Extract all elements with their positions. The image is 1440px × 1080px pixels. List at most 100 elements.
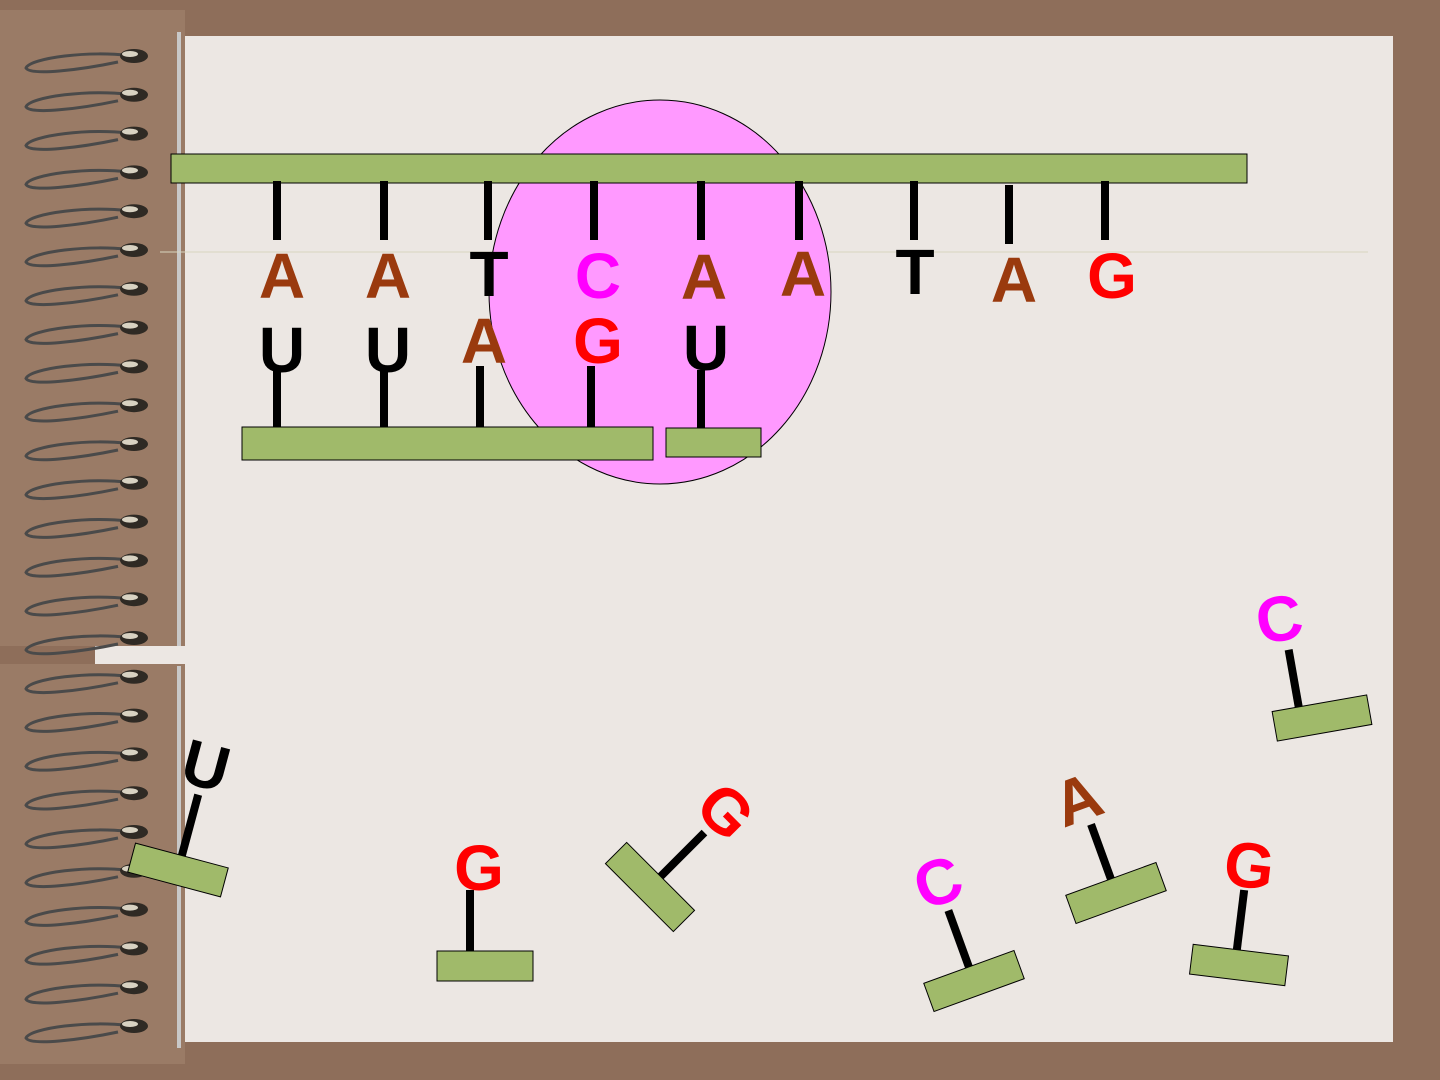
rna-stick	[476, 366, 484, 428]
spiral-wire	[24, 130, 133, 151]
spiral-wire	[24, 906, 133, 927]
spiral-wire	[24, 634, 133, 656]
binding-hole-highlight	[122, 827, 138, 833]
free-nucleotide-g-right[interactable]: G	[1188, 824, 1304, 987]
binding-hole-highlight	[122, 555, 138, 562]
spiral-wire	[24, 362, 133, 384]
spiral-wire	[24, 518, 133, 539]
spiral-wire	[24, 983, 133, 1005]
spiral-wire	[24, 673, 133, 695]
binding-hole-highlight	[122, 477, 138, 484]
rna-base-letter: U	[259, 314, 305, 386]
spiral-wire	[24, 168, 133, 190]
nucleotide-base-block	[1188, 943, 1290, 987]
dna-stick	[795, 181, 803, 240]
spiral-wire	[24, 944, 133, 966]
binding-hole-highlight	[122, 128, 138, 135]
dna-base-sticks	[273, 181, 1109, 244]
binding-hole-highlight	[122, 516, 138, 523]
binding-hole-highlight	[122, 710, 138, 717]
dna-stick	[1101, 181, 1109, 240]
binding-hole-highlight	[122, 167, 138, 174]
dna-base-letter: T	[469, 238, 508, 310]
spiral-wire	[24, 789, 133, 811]
spiral-wire	[24, 750, 133, 772]
nucleotide-stick	[1232, 889, 1249, 951]
dna-template-bases: A A T C A A T A G	[259, 236, 1137, 316]
spiral-wire	[24, 595, 133, 617]
nucleotide-base-block	[1271, 694, 1373, 742]
binding-hole-highlight	[122, 283, 138, 290]
rna-base-letter: G	[573, 305, 623, 377]
binding-strip-top	[0, 10, 185, 646]
rna-base-sticks	[273, 366, 705, 428]
binding-hole-highlight	[122, 89, 138, 96]
binding-hole-highlight	[122, 51, 138, 57]
spiral-wire	[24, 207, 133, 229]
spiral-wire	[24, 828, 133, 850]
nucleotide-stick	[178, 793, 203, 857]
rna-stick	[587, 366, 595, 428]
rna-stick	[380, 370, 388, 428]
spiral-wire	[24, 324, 133, 345]
binding-hole-highlight	[122, 322, 138, 329]
dna-base-letter: A	[365, 240, 411, 312]
dna-stick	[697, 181, 705, 240]
binding-hole-highlight	[122, 594, 138, 601]
dna-stick	[380, 181, 388, 240]
nucleotide-stick	[466, 890, 474, 951]
dna-stick	[1005, 185, 1013, 244]
spiral-wire	[24, 867, 133, 889]
binding-hole-highlight	[122, 943, 138, 950]
spiral-wire	[24, 479, 133, 501]
binding-hole-highlight	[122, 400, 138, 407]
binding-hole-highlight	[122, 439, 138, 445]
binding-hole-highlight	[122, 982, 138, 989]
spiral-wire	[24, 556, 133, 578]
binding-hole-highlight	[122, 633, 138, 639]
rna-base-letter: U	[683, 312, 729, 384]
rna-paired-bases: U U A G U	[259, 305, 729, 386]
dna-base-letter: A	[991, 244, 1037, 316]
nucleotide-letter: G	[454, 832, 504, 904]
spiral-wire	[24, 285, 133, 307]
nucleotide-base-block	[436, 950, 534, 982]
nucleotide-stick	[1284, 649, 1303, 708]
rna-stick	[697, 370, 705, 428]
spiral-wire	[24, 1022, 133, 1044]
rna-polymerase-ellipse	[488, 99, 832, 485]
rna-base-letter: A	[461, 305, 507, 377]
dna-stick	[910, 181, 918, 240]
rna-backbone	[241, 426, 654, 461]
rna-stick	[273, 370, 281, 428]
dna-base-letter: A	[780, 238, 826, 310]
nucleotide-stick	[944, 909, 973, 969]
nucleotide-stick	[657, 829, 708, 880]
nucleotide-base-block	[1065, 861, 1167, 925]
spiral-wire	[24, 246, 133, 268]
free-nucleotide-g[interactable]: G	[436, 832, 534, 982]
spiral-wire	[24, 440, 133, 462]
binding-hole-highlight	[122, 749, 138, 756]
dna-stick	[273, 181, 281, 240]
binding-hole-highlight	[122, 206, 138, 213]
binding-hole-highlight	[122, 671, 138, 678]
dna-base-letter: T	[895, 236, 934, 308]
nucleotide-stick	[1087, 823, 1115, 881]
spiral-wire	[24, 91, 133, 113]
dna-base-letter: C	[575, 240, 621, 312]
binding-hole-highlight	[122, 245, 138, 251]
spiral-wire	[24, 712, 133, 733]
dna-base-letter: A	[681, 241, 727, 313]
dna-stick	[484, 181, 492, 240]
rna-incoming-backbone	[665, 427, 762, 458]
binding-hole-highlight	[122, 788, 138, 795]
binding-hole-highlight	[122, 1021, 138, 1027]
dna-base-letter: A	[259, 240, 305, 312]
nucleotide-letter: G	[1220, 827, 1278, 905]
dna-base-letter: G	[1087, 240, 1137, 312]
spiral-wire	[24, 52, 133, 74]
binding-hole-highlight	[122, 904, 138, 911]
dna-stick	[590, 181, 598, 240]
